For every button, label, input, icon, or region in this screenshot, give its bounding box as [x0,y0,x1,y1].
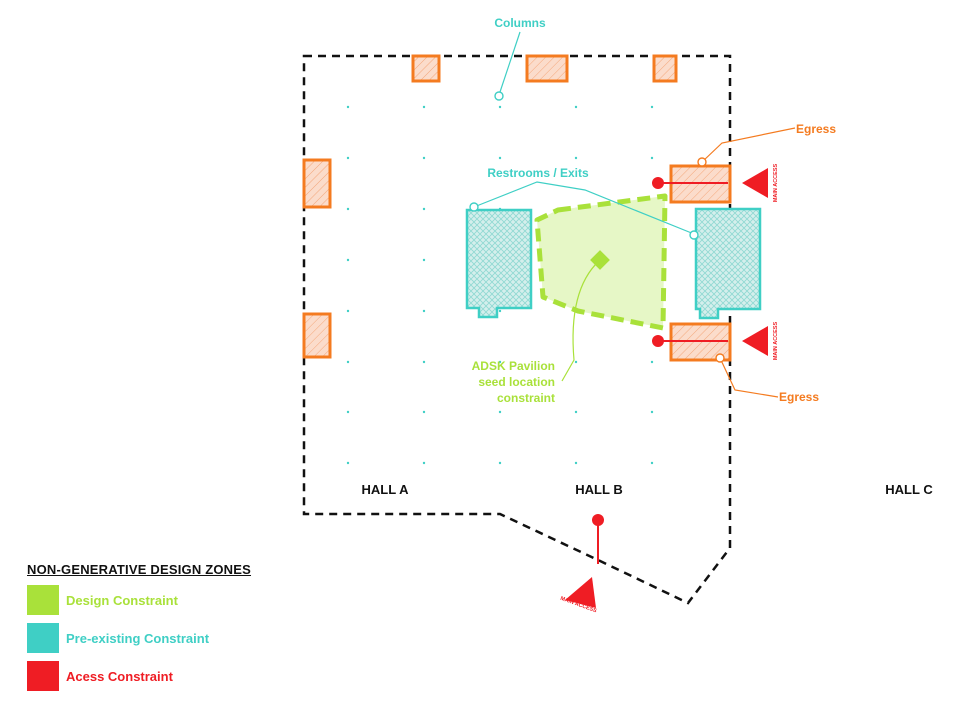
column-dot [346,105,350,109]
access-top: MAIN ACCESS [652,164,779,203]
column-dot [574,105,578,109]
pavilion-label-line2: seed location [478,375,555,389]
column-block [411,54,441,83]
column-block [302,312,332,359]
column-dot [346,258,350,262]
columns-leader-dot [494,91,504,101]
legend-swatch-access [27,661,59,691]
columns-leader [498,31,521,96]
legend: NON-GENERATIVE DESIGN ZONES Design Const… [27,562,327,699]
egress-bottom-label: Egress [779,390,819,404]
column-dot [346,207,350,211]
column-dot [346,156,350,160]
access-point-dot [652,177,664,189]
access-triangle [742,168,768,198]
access-point-dot [652,335,664,347]
column-dot [346,410,350,414]
legend-label-preexisting: Pre-existing Constraint [66,630,210,646]
restrooms-leader [473,181,695,235]
column-block [525,54,569,83]
column-dot [346,309,350,313]
restrooms-leader-dot [469,202,479,212]
legend-item-design: Design Constraint [27,585,327,615]
column-block [302,158,332,209]
pavilion-leader [561,260,600,382]
hall-a-label: HALL A [362,482,410,497]
egress-top-leader [701,127,796,163]
column-dot [650,360,654,364]
access-triangle [565,577,596,608]
main-access-label: MAIN ACCESS [773,164,779,203]
column-dot [422,461,426,465]
access-bottom: MAIN ACCESS [559,514,604,615]
column-dot [498,309,502,313]
column-dot [574,156,578,160]
column-dot [650,105,654,109]
column-dot [422,105,426,109]
column-dot [650,156,654,160]
column-dot [498,461,502,465]
restrooms-label: Restrooms / Exits [487,166,589,180]
column-block [652,54,678,83]
pavilion-label-line3: constraint [497,391,555,405]
column-dot [422,309,426,313]
legend-item-preexisting: Pre-existing Constraint [27,623,327,653]
column-dot [346,360,350,364]
column-dot [650,461,654,465]
hall-c-label: HALL C [885,482,933,497]
column-dot [498,105,502,109]
column-dot [346,461,350,465]
access-triangle [742,326,768,356]
legend-swatch-preexisting [27,623,59,653]
egress-top-label: Egress [796,122,836,136]
access-mid: MAIN ACCESS [652,322,779,361]
hall-boundary [302,54,732,605]
column-dot [422,410,426,414]
legend-item-access: Acess Constraint [27,661,327,691]
columns-label: Columns [494,16,546,30]
legend-label-access: Acess Constraint [66,668,173,684]
egress-bottom-leader [719,357,779,398]
column-dot [422,360,426,364]
legend-title: NON-GENERATIVE DESIGN ZONES [27,562,252,577]
egress-leader-dot [697,157,707,167]
column-dot [422,207,426,211]
column-dot [574,410,578,414]
column-blocks [302,54,732,362]
legend-label-design: Design Constraint [66,592,178,608]
column-dot [574,461,578,465]
column-dot [498,410,502,414]
column-dot [650,410,654,414]
egress-leader-dot [715,353,725,363]
restrooms-leader-dot [689,230,699,240]
restroom-block-left [465,208,533,319]
hall-b-label: HALL B [575,482,622,497]
main-access-label: MAIN ACCESS [773,322,779,361]
legend-swatch-design [27,585,59,615]
column-dot [574,360,578,364]
restroom-block-right [694,207,762,320]
column-dot [422,258,426,262]
access-point-dot [592,514,604,526]
column-dot [422,156,426,160]
column-dot [498,360,502,364]
pavilion-label-line1: ADSK Pavilion [472,359,555,373]
column-dot [498,156,502,160]
